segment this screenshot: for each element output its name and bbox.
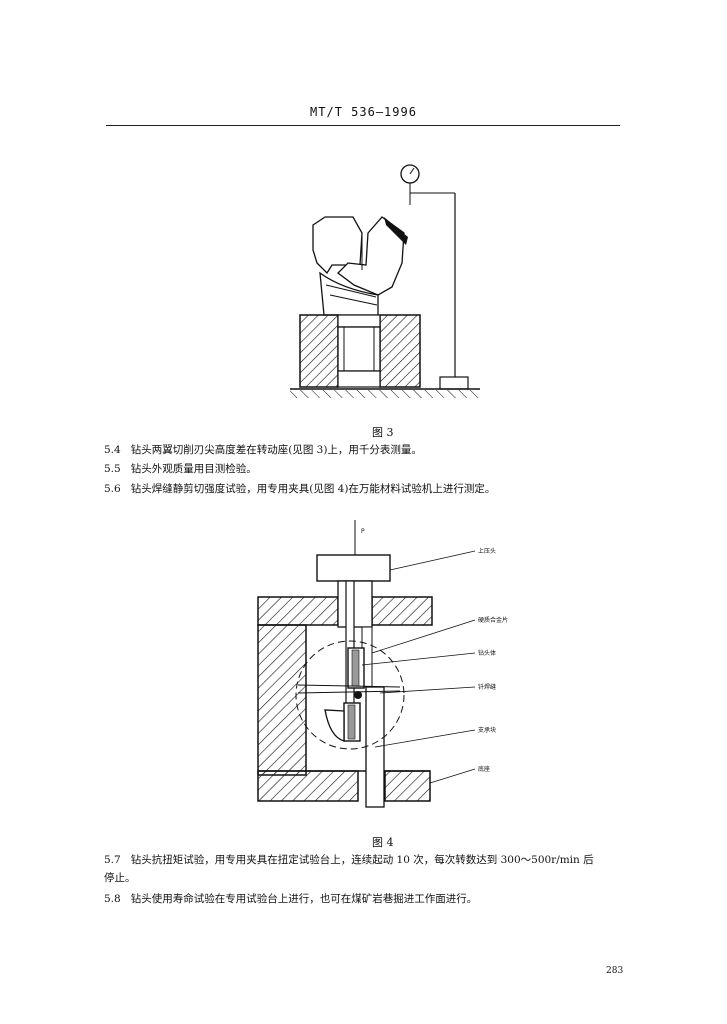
clause-5-7: 5.7 钻头抗扭矩试验，用专用夹具在扭定试验台上，连续起动 10 次，每次转数达… [104, 852, 594, 867]
label-drill-body: 钻头体 [478, 649, 496, 657]
clause-text: 钻头两翼切削刃尖高度差在转动座(见图 3)上，用千分表测量。 [130, 444, 422, 456]
clause-number: 5.5 [104, 463, 121, 475]
clause-text: 钻头使用寿命试验在专用试验台上进行，也可在煤矿岩巷掘进工作面进行。 [130, 893, 478, 905]
clause-5-4: 5.4 钻头两翼切削刃尖高度差在转动座(见图 3)上，用千分表测量。 [104, 442, 422, 457]
clause-5-6: 5.6 钻头焊缝静剪切强度试验，用专用夹具(见图 4)在万能材料试验机上进行测定… [104, 481, 495, 496]
clause-5-8: 5.8 钻头使用寿命试验在专用试验台上进行，也可在煤矿岩巷掘进工作面进行。 [104, 891, 477, 906]
clause-5-5: 5.5 钻头外观质量用目测检验。 [104, 461, 257, 476]
label-base: 底座 [478, 765, 490, 773]
header-rule [106, 125, 620, 126]
label-support-block: 支承块 [478, 726, 496, 734]
clause-5-7-cont: 停止。 [104, 870, 136, 885]
figure-4-caption: 图 4 [372, 836, 394, 849]
clause-number: 5.8 [104, 893, 121, 905]
figure-4-drawing: P 上压头 硬质合金片 钻头体 钎焊缝 支承块 底座 [257, 520, 508, 808]
clause-text: 钻头外观质量用目测检验。 [130, 463, 257, 475]
page-number: 283 [606, 966, 624, 976]
label-brazed-seam: 钎焊缝 [478, 683, 496, 691]
clause-text: 停止。 [104, 872, 136, 884]
figure-3-caption: 图 3 [372, 426, 394, 439]
label-carbide: 硬质合金片 [478, 616, 508, 624]
clause-number: 5.7 [104, 854, 121, 866]
page-header: MT/T 536—1996 [310, 105, 417, 119]
figure-3-drawing [290, 164, 480, 398]
clause-text: 钻头抗扭矩试验，用专用夹具在扭定试验台上，连续起动 10 次，每次转数达到 30… [130, 854, 594, 866]
clause-text: 钻头焊缝静剪切强度试验，用专用夹具(见图 4)在万能材料试验机上进行测定。 [130, 483, 496, 495]
clause-number: 5.4 [104, 444, 121, 456]
label-press-head: 上压头 [478, 547, 496, 555]
clause-number: 5.6 [104, 483, 121, 495]
load-label: P [361, 528, 365, 535]
